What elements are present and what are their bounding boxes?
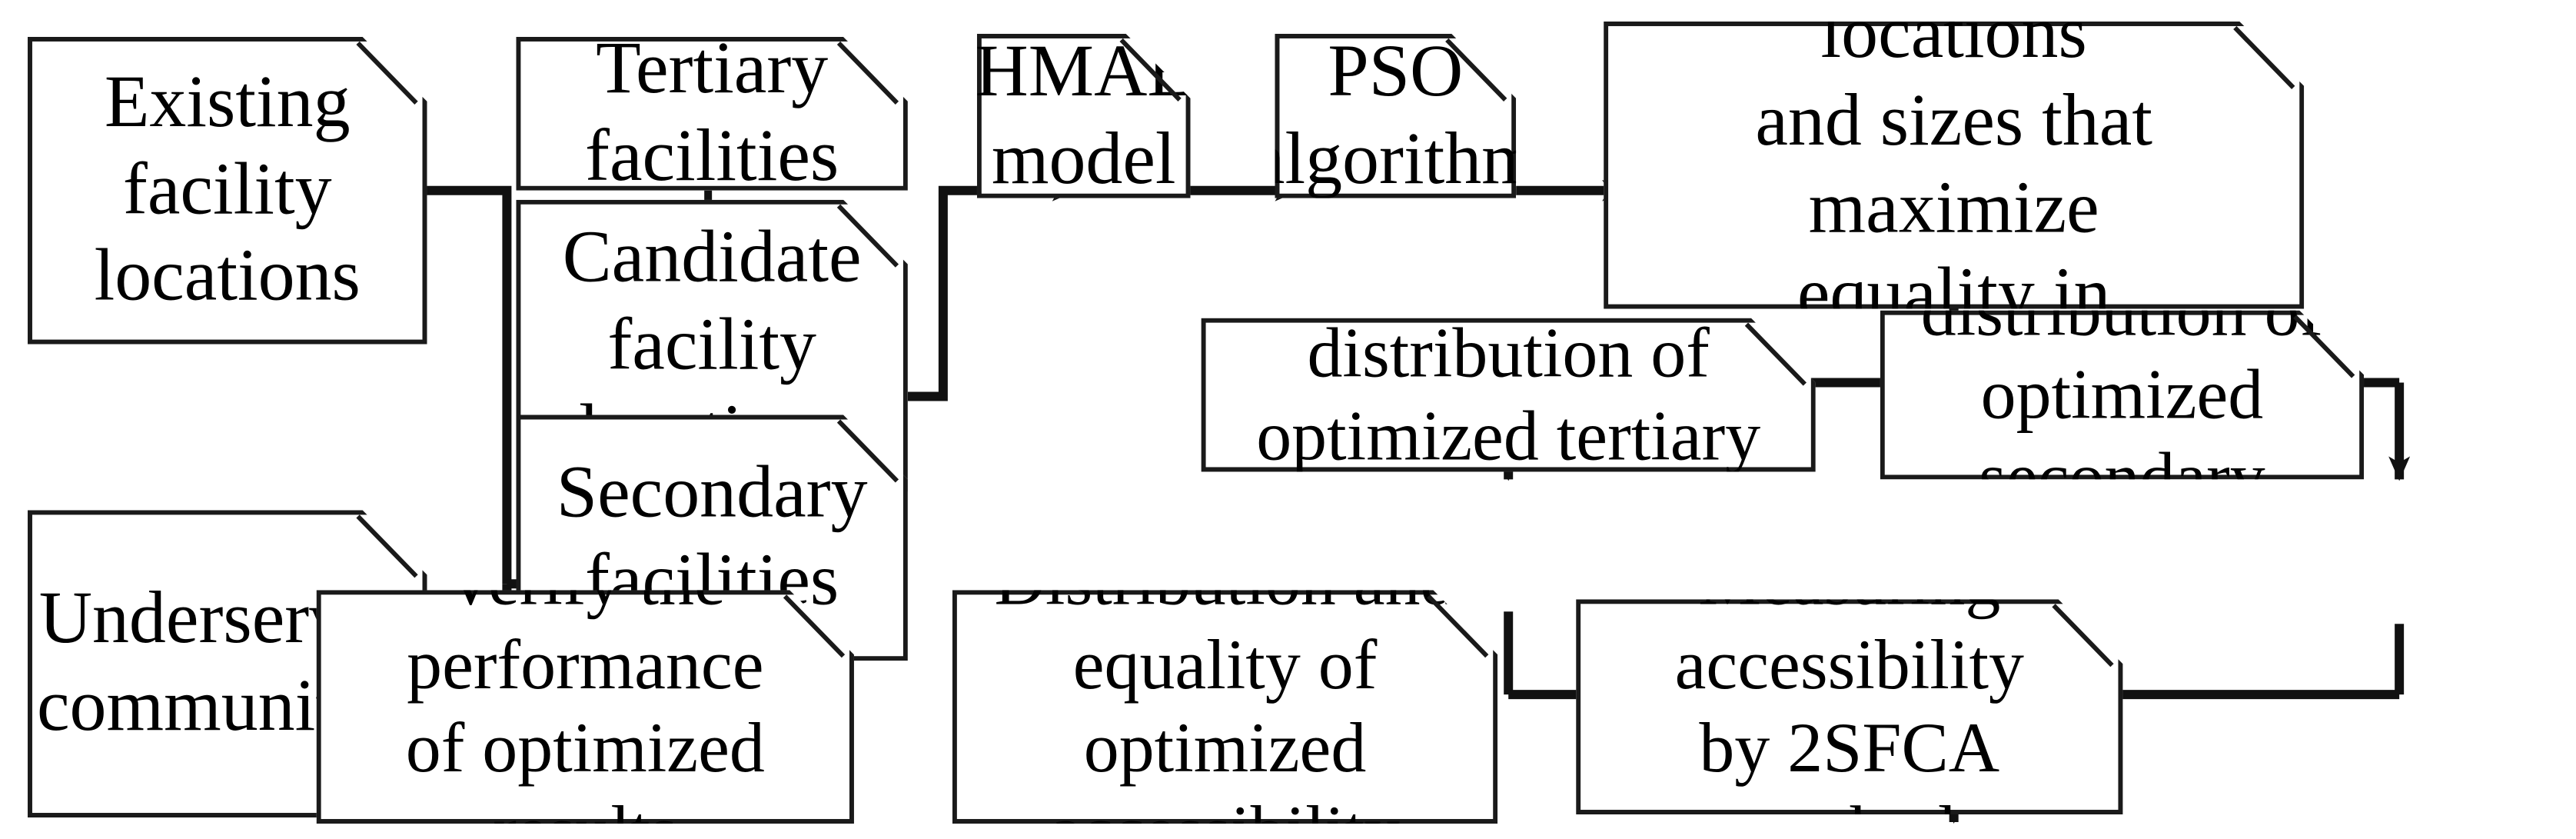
wire-candidate-to-hmae: [907, 179, 1077, 401]
node-tertiary-facilities[interactable]: Tertiary facilities: [516, 37, 908, 191]
node-label: Distribution and equality of optimized a…: [994, 541, 1456, 839]
node-underserved-communities[interactable]: Underserved communities: [28, 510, 427, 817]
node-optimized-facility-locations[interactable]: Optimized facility locations and sizes t…: [1604, 22, 2304, 309]
node-existing-facility-locations[interactable]: Existing facility locations: [28, 37, 427, 345]
node-label: Existing facility locations: [94, 62, 361, 318]
node-pso-algorithm[interactable]: PSO algorithm: [1275, 34, 1516, 198]
node-verify-performance[interactable]: Verify the performance of optimized resu…: [317, 590, 854, 824]
node-measuring-accessibility[interactable]: Measuring accessibility by 2SFCA method: [1576, 599, 2122, 814]
node-label: Tertiary facilities: [585, 28, 839, 197]
wire-existing-to-candidate: [427, 185, 512, 584]
node-label: Measuring accessibility by 2SFCA method: [1674, 541, 2024, 839]
node-label: PSO algorithm: [1251, 30, 1539, 199]
node-analyze-tertiary[interactable]: Analyze distribution of optimized tertia…: [1202, 318, 1816, 472]
node-label: HMAE model: [975, 30, 1192, 199]
node-hmae-model[interactable]: HMAE model: [977, 34, 1191, 198]
node-distribution-equality[interactable]: Distribution and equality of optimized a…: [952, 590, 1497, 824]
node-analyze-secondary[interactable]: Analyze distribution of optimized second…: [1880, 311, 2364, 480]
corner-fold-icon: [352, 514, 423, 585]
